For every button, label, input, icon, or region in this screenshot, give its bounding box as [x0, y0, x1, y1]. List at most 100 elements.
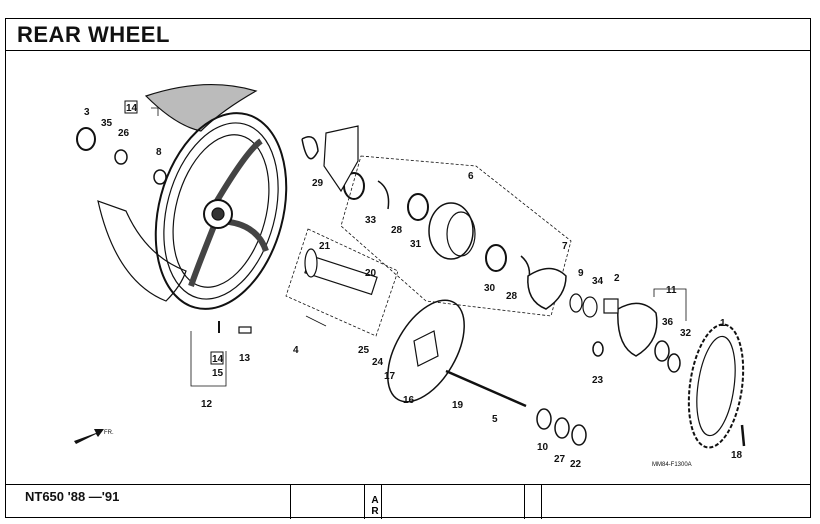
callout-32: 32 — [680, 328, 692, 339]
callout-3: 3 — [84, 107, 90, 118]
callout-25: 25 — [358, 345, 370, 356]
callout-12: 12 — [201, 399, 213, 410]
callout-1: 1 — [720, 318, 726, 329]
footer-divider — [524, 485, 525, 519]
diagram-part-shape — [377, 180, 390, 210]
diagram-part-shape — [569, 293, 583, 313]
mudguard-top — [144, 83, 258, 132]
nut-22 — [571, 424, 587, 446]
diagram-code: MM84-F1300A — [652, 462, 692, 468]
diagram-part-shape — [305, 315, 327, 327]
diagram-part-shape — [667, 353, 681, 373]
ar-label-a: A — [371, 495, 379, 506]
diagram-part-shape — [285, 228, 399, 337]
diagram-part-shape — [238, 326, 252, 334]
caliper-bracket — [323, 125, 359, 193]
callout-16: 16 — [403, 395, 415, 406]
callout-14-bottom: 14 — [212, 354, 224, 365]
seal-27 — [554, 417, 570, 439]
ar-label-r: R — [371, 506, 379, 517]
diagram-part-shape — [124, 100, 138, 114]
sprocket-hub — [617, 302, 658, 357]
diagram-part-shape — [304, 248, 318, 278]
callout-5: 5 — [492, 414, 498, 425]
exploded-view-diagram: FR. 3 14 35 26 8 29 6 33 28 31 30 28 7 9… — [74, 83, 746, 470]
callout-13: 13 — [239, 353, 251, 364]
rear-hugger — [97, 200, 187, 302]
footer-bar: NT650 '88 —'91 A R — [6, 484, 810, 519]
page-title: REAR WHEEL — [17, 22, 170, 47]
callout-7: 7 — [562, 241, 568, 252]
callout-29: 29 — [312, 178, 324, 189]
diagram-part-shape — [340, 155, 572, 317]
diagram-part-shape — [211, 207, 225, 221]
callout-8: 8 — [156, 147, 162, 158]
callout-6: 6 — [468, 171, 474, 182]
diagram-part-shape — [210, 351, 224, 365]
brake-disc — [387, 299, 465, 403]
diagram-part-shape — [653, 288, 687, 321]
diagram-part-shape — [696, 335, 736, 437]
callout-34: 34 — [592, 276, 604, 287]
diagram-part-shape — [76, 83, 746, 449]
cap-3 — [76, 127, 96, 151]
callout-31: 31 — [410, 239, 422, 250]
bearing-31 — [407, 193, 429, 221]
diagram-part-shape — [163, 122, 279, 300]
diagram-part-shape — [582, 296, 598, 318]
callout-23: 23 — [592, 375, 604, 386]
footer-divider — [364, 485, 365, 519]
parts-diagram-frame: REAR WHEEL — [5, 18, 811, 519]
callout-11: 11 — [666, 285, 677, 296]
callout-33: 33 — [365, 215, 377, 226]
callout-17: 17 — [384, 371, 396, 382]
callout-20: 20 — [365, 268, 377, 279]
callout-21: 21 — [319, 241, 331, 252]
rear-wheel-rim — [154, 112, 288, 310]
diagram-part-shape — [172, 134, 270, 288]
callout-27: 27 — [554, 454, 566, 465]
diagram-part-shape — [446, 211, 476, 257]
footer-divider — [290, 485, 291, 519]
diagram-part-shape — [153, 169, 167, 185]
callout-14-top: 14 — [126, 103, 138, 114]
driven-flange — [527, 267, 567, 310]
nut-2 — [603, 298, 619, 314]
rear-axle — [445, 369, 527, 408]
callout-35: 35 — [101, 118, 113, 129]
callout-15: 15 — [212, 368, 224, 379]
bolt-18 — [740, 424, 746, 447]
diagram-part-shape — [654, 340, 670, 362]
callout-28-lower: 28 — [506, 291, 518, 302]
callout-4: 4 — [293, 345, 299, 356]
callout-18: 18 — [731, 450, 743, 461]
collar-23 — [592, 341, 604, 357]
callout-26: 26 — [118, 128, 130, 139]
ar-label: A R — [369, 495, 381, 517]
callout-19: 19 — [452, 400, 464, 411]
diagram-part-shape — [114, 149, 128, 165]
callout-9: 9 — [578, 268, 584, 279]
title-bar: REAR WHEEL — [6, 19, 810, 51]
callout-30: 30 — [484, 283, 496, 294]
final-drive-flange — [304, 248, 378, 296]
front-direction-arrow — [74, 429, 104, 444]
collar-10 — [536, 408, 552, 430]
callout-22: 22 — [570, 459, 582, 470]
footer-divider — [541, 485, 542, 519]
callout-2: 2 — [614, 273, 620, 284]
circlip-29 — [301, 136, 319, 160]
diagram-part-shape — [413, 330, 439, 367]
fr-label: FR. — [104, 430, 114, 436]
callout-24: 24 — [372, 357, 384, 368]
callout-36: 36 — [662, 317, 674, 328]
diagram-part-shape — [151, 107, 159, 116]
bearing-30 — [485, 244, 507, 272]
footer-divider — [381, 485, 382, 519]
diagram-part-shape — [190, 331, 227, 387]
callout-10: 10 — [537, 442, 549, 453]
model-label: NT650 '88 —'91 — [25, 489, 120, 504]
callout-28-upper: 28 — [391, 225, 403, 236]
gear-housing — [428, 202, 474, 260]
drive-sprocket — [687, 323, 745, 449]
